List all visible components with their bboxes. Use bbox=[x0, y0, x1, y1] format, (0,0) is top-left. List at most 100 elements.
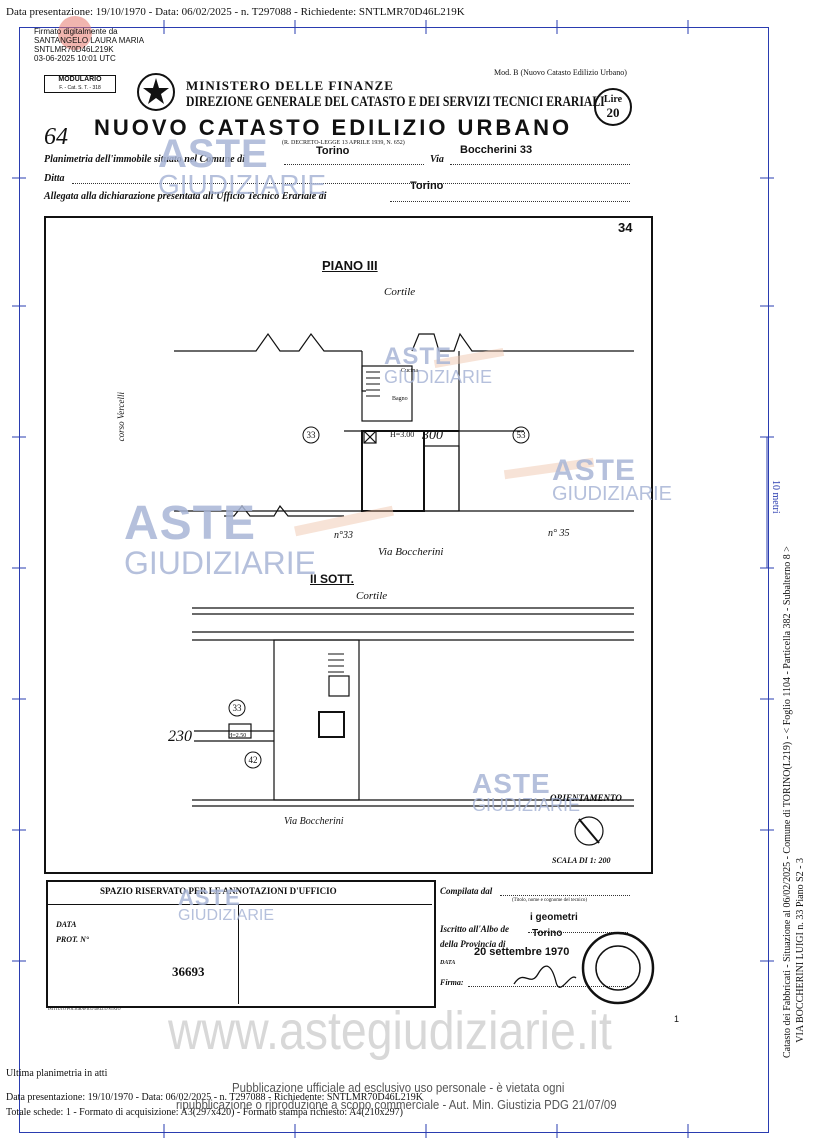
watermark-1-brand: ASTE bbox=[158, 132, 269, 176]
side-caption-2: VIA BOCCHERINI LUIGI n. 33 Piano S2 - 3 bbox=[795, 858, 806, 1043]
circle-33b-label: 33 bbox=[232, 703, 242, 713]
watermark-5: ASTE GIUDIZIARIE bbox=[472, 768, 581, 815]
iscritto-label: Iscritto all'Albo de bbox=[440, 924, 510, 934]
handwritten-number: 64 bbox=[44, 124, 68, 150]
sott-title: II SOTT. bbox=[310, 572, 355, 586]
office-box-divider bbox=[46, 904, 432, 905]
direzione-title: DIREZIONE GENERALE DEL CATASTO E DEI SER… bbox=[186, 94, 605, 110]
planimetria-label: Planimetria dell'immobile situato nel Co… bbox=[44, 154, 245, 165]
watermark-3-brand: ASTE bbox=[552, 454, 637, 487]
room-bagno: Bagno bbox=[392, 396, 408, 402]
compilata-line bbox=[500, 895, 630, 896]
allegata-line bbox=[390, 201, 630, 202]
provincia-label: della Provincia di bbox=[440, 939, 506, 949]
digital-signature: Firmato digitalmente da SANTANGELO LAURA… bbox=[34, 27, 194, 63]
signature-line-3: SNTLMR70D46L219K bbox=[34, 45, 114, 54]
data2-value: 20 settembre 1970 bbox=[474, 946, 570, 958]
orientamento-label: ORIENTAMENTO bbox=[550, 793, 622, 803]
ufficio-value: Torino bbox=[410, 180, 444, 192]
italian-emblem-icon bbox=[137, 73, 175, 111]
watermark-2: ASTE GIUDIZIARIE bbox=[384, 343, 493, 387]
watermark-3-sub: GIUDIZIARIE bbox=[552, 483, 673, 505]
page-marker: 1 bbox=[674, 1014, 680, 1024]
ministry-title: MINISTERO DELLE FINANZE bbox=[186, 78, 394, 93]
watermark-4: ASTE GIUDIZIARIE bbox=[124, 497, 317, 581]
ultima-planimetria: Ultima planimetria in atti bbox=[6, 1068, 108, 1079]
corso-label: corso Vercelli bbox=[116, 392, 126, 442]
iscritto-line bbox=[528, 932, 628, 933]
watermark-1-sub: GIUDIZIARIE bbox=[158, 169, 327, 200]
no-35: n° 35 bbox=[548, 528, 570, 539]
modulario-sub: F. - Cat. S. T. - 318 bbox=[59, 85, 101, 91]
geometri-value: i geometri bbox=[530, 912, 578, 923]
watermark-4-sub: GIUDIZIARIE bbox=[124, 545, 317, 581]
provincia-value: Torino bbox=[532, 928, 563, 939]
cortile-label-2: Cortile bbox=[356, 590, 388, 602]
street-label-2: Via Boccherini bbox=[284, 816, 344, 827]
modulario-label: MODULARIO bbox=[58, 76, 102, 83]
lire-stamp: Lire 20 bbox=[594, 88, 632, 126]
signature-line-4: 03-06-2025 10:01 UTC bbox=[34, 54, 116, 63]
firma-label: Firma: bbox=[440, 978, 464, 987]
watermark-6-brand: ASTE bbox=[178, 885, 241, 910]
presentation-line: Data presentazione: 19/10/1970 - Data: 0… bbox=[6, 6, 465, 18]
height-label-2: H=2.50 bbox=[228, 733, 247, 739]
circle-42-label: 42 bbox=[248, 755, 258, 765]
watermark-5-sub: GIUDIZIARIE bbox=[472, 795, 581, 815]
lire-value: 20 bbox=[606, 105, 620, 120]
plan-box bbox=[44, 216, 653, 874]
piano-title: PIANO III bbox=[322, 258, 378, 273]
comune-value: Torino bbox=[316, 145, 350, 157]
ditta-label: Ditta bbox=[44, 173, 65, 184]
mod-b-label: Mod. B (Nuovo Catasto Edilizio Urbano) bbox=[494, 68, 627, 77]
data2-label: DATA bbox=[440, 960, 456, 966]
ditta-line bbox=[72, 183, 630, 184]
signature-line-2: SANTANGELO LAURA MARIA bbox=[34, 36, 145, 45]
handwritten-signature-icon bbox=[513, 965, 577, 988]
watermark-1: ASTE GIUDIZIARIE bbox=[158, 132, 327, 200]
notice-line-2: ripubblicazione o riproduzione a scopo c… bbox=[176, 1097, 617, 1112]
modulario-box: MODULARIO F. - Cat. S. T. - 318 bbox=[44, 75, 116, 93]
via-line bbox=[450, 164, 630, 165]
via-label: Via bbox=[430, 154, 444, 165]
watermark-url: www.astegiudiziarie.it bbox=[168, 1001, 612, 1061]
stamp-red-seal-icon bbox=[58, 16, 92, 50]
cortile-label-1: Cortile bbox=[384, 286, 416, 298]
watermark-5-brand: ASTE bbox=[472, 768, 551, 799]
watermark-2-brand: ASTE bbox=[384, 343, 453, 370]
watermark-3: ASTE GIUDIZIARIE bbox=[552, 454, 673, 505]
office-box bbox=[46, 880, 436, 1008]
firma-line bbox=[468, 986, 628, 987]
notice-line-1: Pubblicazione ufficiale ad esclusivo uso… bbox=[232, 1080, 565, 1095]
no-33: n°33 bbox=[334, 530, 353, 541]
footer-line-2: Totale schede: 1 - Formato di acquisizio… bbox=[6, 1107, 403, 1118]
scale-label: SCALA DI 1: 200 bbox=[552, 856, 611, 865]
professional-stamp-icon bbox=[581, 931, 655, 1005]
printer-note: ISTITUTO POLIGRAFICO DELLO STATO bbox=[48, 1006, 121, 1011]
decreto-note: (R. DECRETO-LEGGE 13 APRILE 1939, N. 652… bbox=[282, 140, 405, 146]
circle-53-label: 53 bbox=[516, 430, 526, 440]
side-scale-label: 10 metri bbox=[770, 480, 781, 514]
watermark-2-sub: GIUDIZIARIE bbox=[384, 367, 493, 387]
floor-plan-drawing bbox=[174, 332, 634, 846]
allegata-label: Allegata alla dichiarazione presentata a… bbox=[44, 191, 327, 202]
label-230: 230 bbox=[168, 728, 192, 745]
circle-33-label: 33 bbox=[306, 430, 316, 440]
watermark-6: ASTE GIUDIZIARIE bbox=[178, 885, 275, 924]
side-caption-1: Catasto dei Fabbricati - Situazione al 0… bbox=[782, 546, 793, 1058]
page-frame bbox=[19, 27, 769, 1133]
watermark-6-sub: GIUDIZIARIE bbox=[178, 907, 275, 924]
watermark-4-brand: ASTE bbox=[124, 497, 257, 550]
height-number: 300 bbox=[422, 428, 443, 443]
comune-line bbox=[284, 164, 424, 165]
lire-label: Lire bbox=[603, 94, 623, 105]
compilata-sub: (Titolo, nome e cognome del tecnico) bbox=[512, 898, 588, 903]
footer-line-1: Data presentazione: 19/10/1970 - Data: 0… bbox=[6, 1092, 423, 1103]
street-label-1: Via Boccherini bbox=[378, 546, 444, 558]
room-cucina: Cucina bbox=[401, 368, 418, 374]
sheet-number: 34 bbox=[618, 220, 633, 235]
height-label: H=3.00 bbox=[390, 430, 415, 439]
office-title: SPAZIO RISERVATO PER LE ANNOTAZIONI D'UF… bbox=[100, 886, 337, 896]
compilata-label: Compilata dal bbox=[440, 886, 493, 896]
